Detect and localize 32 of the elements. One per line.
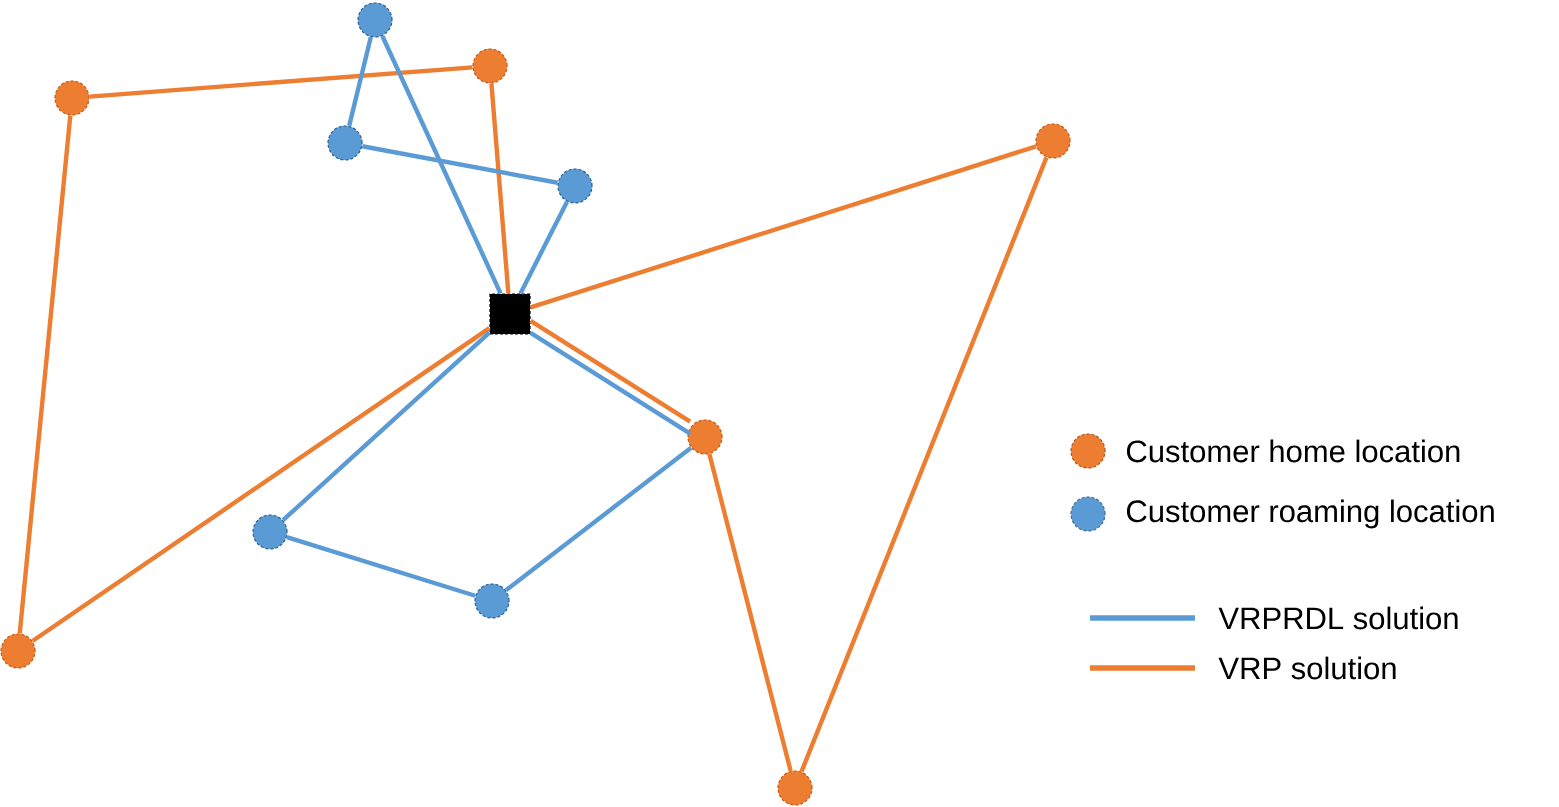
- legend-text: VRPRDL solution: [1218, 606, 1458, 630]
- route-line: [347, 36, 373, 127]
- route-line: [31, 326, 491, 643]
- location-marker: [472, 48, 508, 84]
- location-marker: [327, 125, 363, 161]
- route-line: [518, 200, 569, 295]
- route-line: [380, 35, 503, 295]
- route-line: [529, 331, 692, 436]
- route-line: [504, 445, 693, 592]
- route-line: [707, 453, 793, 772]
- location-marker: [557, 168, 593, 204]
- route-line: [17, 115, 73, 634]
- location-marker: [777, 770, 813, 806]
- route-line: [529, 319, 692, 424]
- location-marker: [357, 2, 393, 38]
- route-line: [799, 156, 1049, 773]
- location-marker: [0, 633, 36, 669]
- route-line: [286, 535, 476, 598]
- depot-square: [489, 293, 531, 335]
- route-line: [529, 144, 1037, 310]
- route-line: [281, 331, 491, 522]
- location-marker: [252, 514, 288, 550]
- route-line: [361, 144, 559, 185]
- legend-text: Customer home location: [1127, 439, 1460, 463]
- location-marker: [1035, 123, 1071, 159]
- location-marker: [687, 419, 723, 455]
- route-line: [89, 65, 473, 99]
- legend-text: Customer roaming location: [1127, 499, 1494, 529]
- location-marker: [54, 80, 90, 116]
- legend-text: VRP solution: [1218, 656, 1396, 680]
- route-line: [489, 83, 511, 294]
- location-marker: [474, 583, 510, 619]
